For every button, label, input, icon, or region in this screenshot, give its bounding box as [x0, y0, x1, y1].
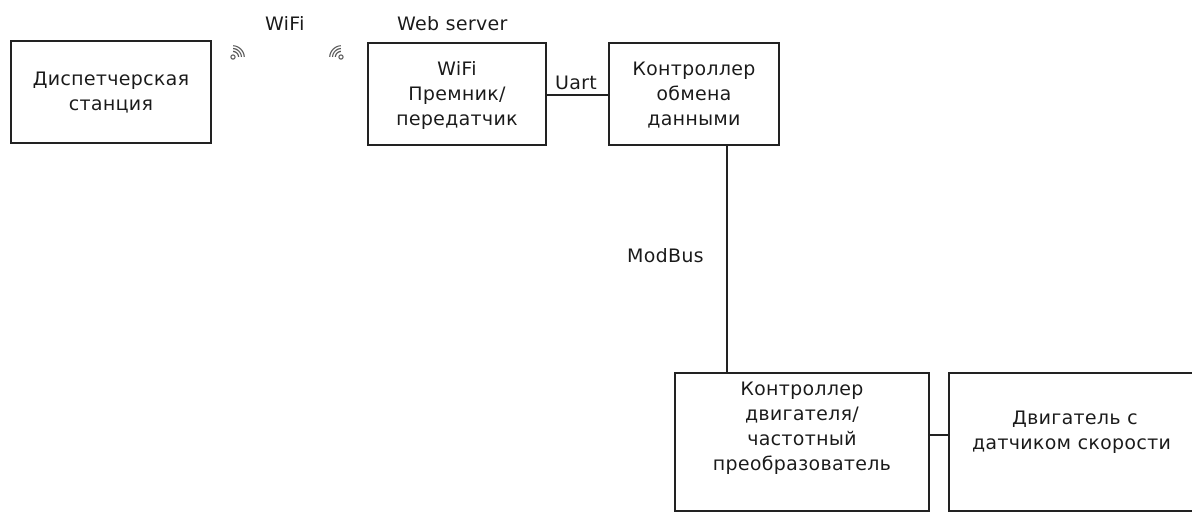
motor-controller-line-3: частотный — [747, 428, 857, 450]
exchange-controller-line-3: данными — [647, 107, 741, 130]
motor-controller-line-2: двигателя/ — [744, 403, 860, 425]
web-server-label: Web server — [397, 13, 508, 35]
motor-connector — [930, 434, 950, 436]
exchange-controller-line-2: обмена — [656, 82, 732, 105]
motor-controller-line-1: Контроллер — [740, 378, 864, 400]
dispatch-station-line-1: Диспетчерская — [32, 68, 190, 90]
exchange-controller-box: Контроллер обмена данными — [608, 42, 780, 146]
wifi-module-box: WiFi Премник/ передатчик — [367, 42, 547, 146]
uart-label: Uart — [555, 72, 598, 94]
diagram-canvas: Диспетчерская станция WiFi Web server Wi… — [10, 13, 1192, 512]
uart-connector — [547, 94, 608, 96]
dispatch-station-box: Диспетчерская станция — [10, 40, 212, 144]
exchange-controller-line-1: Контроллер — [632, 57, 756, 80]
modbus-connector — [726, 146, 728, 372]
wifi-signal-icon-right — [329, 45, 344, 60]
dispatch-station-line-2: станция — [68, 93, 154, 115]
motor-line-1: Двигатель с — [1012, 407, 1138, 429]
modbus-label: ModBus — [627, 245, 704, 267]
motor-box: Двигатель с датчиком скорости — [948, 372, 1192, 512]
wifi-module-line-3: передатчик — [396, 107, 518, 130]
motor-line-2: датчиком скорости — [972, 432, 1172, 454]
wifi-module-line-2: Премник/ — [408, 82, 506, 105]
motor-controller-box: Контроллер двигателя/ частотный преобраз… — [674, 372, 930, 512]
wifi-label: WiFi — [265, 13, 305, 35]
wifi-module-line-1: WiFi — [437, 57, 477, 80]
wifi-signal-icon-left — [230, 45, 245, 60]
motor-controller-line-4: преобразователь — [712, 453, 892, 475]
